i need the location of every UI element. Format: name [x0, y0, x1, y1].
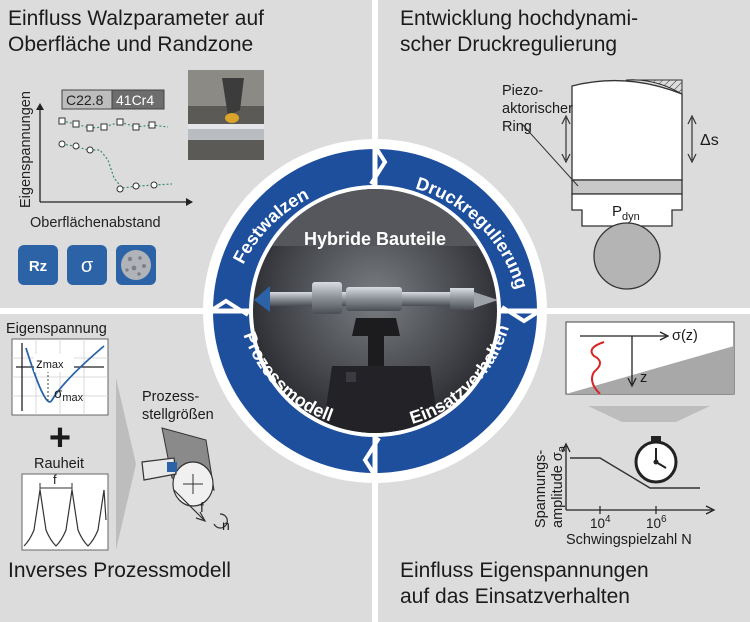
- center-ring: Festwalzen Druckregulierung Einsatzverha…: [202, 138, 548, 484]
- speed-label: n: [222, 517, 230, 533]
- roller-tool-photo: [188, 70, 264, 160]
- tick-1e6-exp: 6: [661, 514, 667, 525]
- piezo-ring: [571, 179, 683, 195]
- stress-depth-chart: Eigenspannungen Oberflächenabstand C22.8…: [18, 89, 193, 231]
- sigmamax-label: σ: [54, 386, 63, 401]
- stress-icon-label: σ: [81, 255, 94, 277]
- icon-row: Rz σ: [18, 245, 156, 285]
- svg-text:zmax: zmax: [36, 356, 64, 371]
- title-top-left: Einfluss Walzparameter auf Oberfläche un…: [8, 7, 264, 56]
- center-title: Hybride Bauteile: [304, 229, 446, 249]
- p-dyn-sub: dyn: [622, 211, 640, 223]
- params-label-2: stellgrößen: [142, 407, 214, 423]
- roughness-icon-label: Rz: [29, 258, 47, 275]
- tick-1e4: 10: [590, 516, 605, 531]
- title-bottom-left: Inverses Prozessmodell: [8, 559, 231, 582]
- stopwatch-icon: [634, 436, 678, 484]
- legend-41cr4: [111, 89, 165, 110]
- stress-axis-label: Eigenspannungen: [18, 91, 34, 208]
- title-top-right: Entwicklung hochdynami- scher Druckregul…: [400, 7, 639, 56]
- params-label-1: Prozess-: [142, 389, 199, 405]
- pressure-schematic: Piezo- aktorischer Ring Δs Pdyn: [502, 79, 719, 290]
- tick-1e6: 10: [646, 516, 661, 531]
- svg-text:amplitude σa: amplitude σa: [550, 445, 568, 528]
- piezo-label-3: Ring: [502, 119, 532, 135]
- legend-c22-label: C22.8: [66, 92, 104, 108]
- cycles-axis-label: Schwingspielzahl N: [566, 532, 692, 548]
- depth-axis-label: Oberflächenabstand: [30, 215, 161, 231]
- inverse-model-sketch: Eigenspannung zmax σmax + Rauheit f Proz…: [6, 321, 230, 551]
- zmax-label: z: [36, 356, 43, 371]
- roughness-label: Rauheit: [34, 456, 84, 472]
- delta-s-label: Δs: [700, 132, 719, 149]
- title-bottom-right: Einfluss Eigenspannungen auf das Einsatz…: [400, 559, 649, 608]
- amp-label-2: amplitude σ: [550, 452, 566, 528]
- stress-label: Eigenspannung: [6, 321, 107, 337]
- tick-1e4-exp: 4: [605, 514, 611, 525]
- stress-icon: [67, 245, 107, 285]
- plus-sign: +: [49, 417, 71, 459]
- roughness-icon: [18, 245, 58, 285]
- legend-41cr4-label: 41Cr4: [116, 92, 154, 108]
- zmax-sub: max: [43, 359, 64, 371]
- sigmamax-sub: max: [62, 392, 83, 404]
- feed-direction-label: f: [200, 499, 204, 515]
- svg-text:σmax: σmax: [54, 386, 84, 404]
- svg-text:104: 104: [590, 514, 611, 531]
- svg-text:106: 106: [646, 514, 667, 531]
- roller-ball: [593, 222, 661, 290]
- depth-z-label: z: [640, 370, 647, 386]
- p-dyn-label: P: [612, 203, 622, 220]
- sigma-z-label: σ(z): [672, 328, 698, 344]
- amp-label-1: Spannungs-: [533, 450, 549, 528]
- feed-label: f: [53, 472, 57, 487]
- fatigue-sketch: σ(z) z Spannungs- amplitude σa 104 106 S…: [533, 321, 735, 548]
- center-photo: [253, 189, 497, 433]
- amp-label-sub: a: [556, 445, 568, 452]
- piezo-label-2: aktorischer: [502, 101, 573, 117]
- svg-text:Pdyn: Pdyn: [612, 203, 640, 223]
- piezo-label-1: Piezo-: [502, 83, 543, 99]
